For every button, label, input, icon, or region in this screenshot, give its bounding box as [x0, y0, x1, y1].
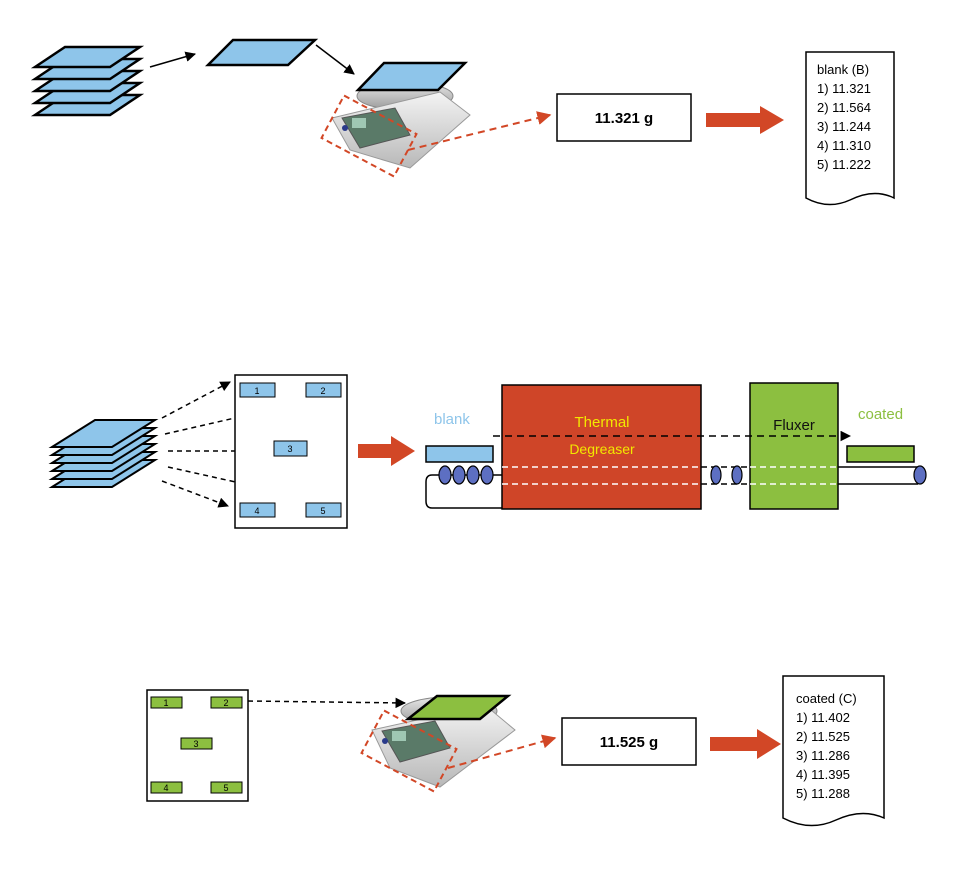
coated-rack-slot-2 — [210, 696, 243, 709]
dashed-arrow-scale-2-to-reading — [447, 734, 557, 769]
blank-panel-on-scale — [355, 61, 469, 92]
rack-slot-label-3: 3 — [287, 444, 292, 454]
log-entry-coated-5: 5) 11.288 — [796, 786, 850, 801]
log-entry-blank-1: 1) 11.321 — [817, 81, 871, 96]
rack-slot-label-4: 4 — [254, 506, 259, 516]
single-blank-panel — [204, 38, 319, 67]
log-sheet-blank — [805, 51, 895, 206]
roller-7 — [913, 465, 927, 485]
rack-slot-4 — [239, 502, 276, 518]
roller-3 — [466, 465, 480, 485]
log-entry-blank-3: 3) 11.244 — [817, 119, 871, 134]
log-entry-blank-4: 4) 11.310 — [817, 138, 871, 153]
rack-slot-label-1: 1 — [254, 386, 259, 396]
coated-rack-slot-label-1: 1 — [163, 698, 168, 708]
scale-1-icon — [320, 81, 471, 178]
rack-slot-3 — [273, 440, 308, 457]
log-entry-coated-2: 2) 11.525 — [796, 729, 850, 744]
log-entry-blank-5: 5) 11.222 — [817, 157, 871, 172]
coated-rack-slot-label-3: 3 — [193, 739, 198, 749]
log-entry-coated-4: 4) 11.395 — [796, 767, 850, 782]
rack-slot-1 — [239, 382, 276, 398]
reading-coated: 11.525 g — [600, 734, 658, 751]
blank-panel-stack-2 — [48, 419, 159, 488]
blank-label: blank — [434, 411, 470, 428]
rack-slot-label-5: 5 — [320, 506, 325, 516]
red-arrow-3 — [710, 729, 781, 759]
log-entry-coated-1: 1) 11.402 — [796, 710, 850, 725]
blank-panel-stack — [30, 45, 145, 117]
log-title-coated: coated (C) — [796, 691, 857, 706]
fluxer-label: Fluxer — [773, 417, 815, 434]
coated-rack-slot-5 — [210, 781, 243, 794]
degreaser-label-line1: Thermal — [574, 414, 629, 431]
log-sheet-coated — [782, 675, 885, 827]
coated-rack-slot-label-4: 4 — [163, 783, 168, 793]
rack-slot-5 — [305, 502, 342, 518]
roller-1 — [438, 465, 452, 485]
coated-rack-slot-label-5: 5 — [223, 783, 228, 793]
dashed-arrow-to-slot-4 — [161, 480, 229, 508]
blank-panel-on-conveyor — [425, 445, 494, 463]
rack-slot-2 — [305, 382, 342, 398]
red-arrow-2 — [358, 436, 415, 466]
coated-rack-slot-3 — [180, 737, 213, 750]
log-entry-blank-2: 2) 11.564 — [817, 100, 871, 115]
degreaser-label-line2: Degreaser — [569, 441, 635, 457]
roller-5 — [710, 465, 722, 485]
arrow-single-to-scale — [315, 44, 355, 75]
dashed-arrow-rack-to-scale — [247, 697, 407, 709]
reading-box-blank — [556, 93, 692, 142]
coated-rack-slot-1 — [150, 696, 183, 709]
fluxer — [749, 382, 839, 510]
conveyor-right-end — [838, 466, 918, 485]
red-arrow-1 — [706, 106, 784, 134]
coated-rack-slot-label-2: 2 — [223, 698, 228, 708]
thermal-degreaser — [501, 384, 702, 510]
coated-rack-slot-4 — [150, 781, 183, 794]
coated-panel-on-scale — [404, 694, 512, 721]
roller-2 — [452, 465, 466, 485]
rack-slot-label-2: 2 — [320, 386, 325, 396]
conveyor-left-loop — [425, 474, 502, 509]
coated-panel-on-conveyor — [846, 445, 915, 463]
dashed-arrow-to-slot-1 — [161, 381, 231, 419]
reading-box-coated — [561, 717, 697, 766]
dashed-arrow-scale-1-to-reading — [407, 111, 552, 151]
reading-blank: 11.321 g — [595, 110, 653, 127]
roller-4 — [480, 465, 494, 485]
roller-6 — [731, 465, 743, 485]
coated-label: coated — [858, 406, 903, 423]
arrow-stack-to-single — [149, 51, 197, 68]
log-title-blank: blank (B) — [817, 62, 869, 77]
log-entry-coated-3: 3) 11.286 — [796, 748, 850, 763]
